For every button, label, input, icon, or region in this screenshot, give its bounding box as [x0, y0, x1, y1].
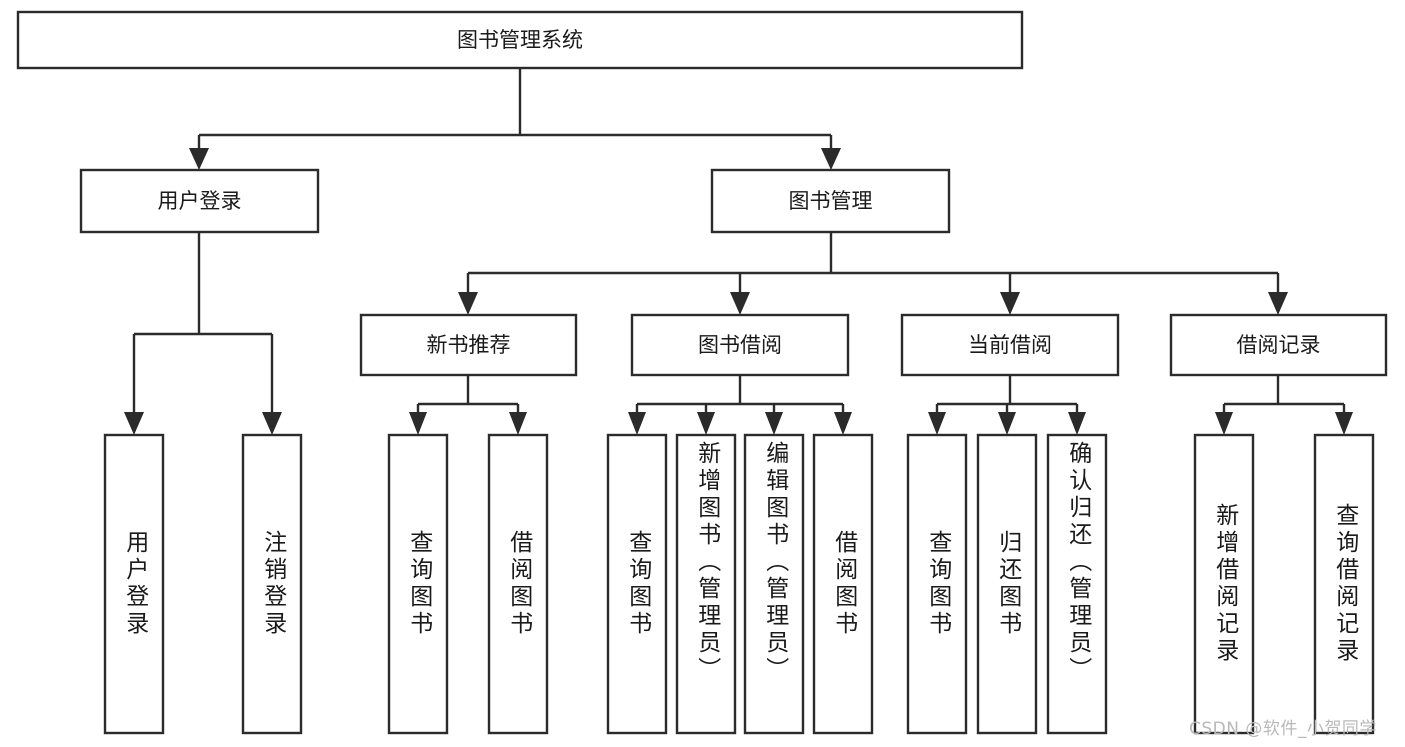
node-user-login-label: 用户登录: [158, 189, 242, 213]
arrow-new-book-child-0: [409, 412, 427, 435]
arrow-to-new-book: [458, 292, 478, 315]
nodes-layer: 图书管理系统 用户登录 图书管理 新书推荐 图书借阅 当前借阅 借阅记录: [16, 10, 1388, 735]
arrow-borrow-record-child-0: [1215, 412, 1233, 435]
node-leaf-user-login-0[interactable]: [103, 433, 165, 735]
node-user-login[interactable]: [79, 168, 320, 234]
edges-layer: [124, 68, 1353, 435]
node-leaf-book-borrow-0[interactable]: [606, 433, 668, 735]
node-book-borrow[interactable]: [630, 313, 850, 377]
arrow-book-borrow-child-0: [628, 412, 646, 435]
arrow-to-current-borrow: [1000, 292, 1020, 315]
arrow-user-login-child-0: [124, 412, 144, 435]
node-leaf-new-book-0[interactable]: [387, 433, 449, 735]
node-leaf-current-borrow-2[interactable]: [1046, 433, 1108, 735]
node-book-management-label: 图书管理: [789, 189, 873, 213]
arrow-borrow-record-child-1: [1335, 412, 1353, 435]
node-leaf-new-book-1[interactable]: [487, 433, 549, 735]
node-current-borrow[interactable]: [900, 313, 1120, 377]
csdn-watermark: CSDN @软件_小贺同学: [1189, 719, 1377, 739]
node-leaf-borrow-record-0[interactable]: [1193, 433, 1255, 735]
node-leaf-borrow-record-1[interactable]: [1313, 433, 1375, 735]
arrow-book-borrow-child-1: [697, 412, 715, 435]
node-root-label: 图书管理系统: [457, 28, 583, 52]
node-current-borrow-label: 当前借阅: [968, 333, 1052, 357]
arrow-user-login-child-1: [262, 412, 282, 435]
arrow-to-user-login: [189, 148, 209, 170]
node-new-book-recommend[interactable]: [359, 313, 578, 377]
node-book-management[interactable]: [710, 168, 951, 234]
arrow-new-book-child-1: [509, 412, 527, 435]
node-leaf-user-login-1[interactable]: [241, 433, 303, 735]
node-new-book-recommend-label: 新书推荐: [427, 333, 511, 357]
arrow-current-borrow-child-0: [928, 412, 946, 435]
arrow-to-book-mgmt: [821, 148, 841, 170]
arrow-book-borrow-child-2: [765, 412, 783, 435]
node-leaf-current-borrow-1[interactable]: [976, 433, 1038, 735]
node-leaf-book-borrow-2[interactable]: [743, 433, 805, 735]
node-book-borrow-label: 图书借阅: [698, 333, 782, 357]
node-leaf-book-borrow-3[interactable]: [812, 433, 874, 735]
node-borrow-record-label: 借阅记录: [1237, 333, 1321, 357]
arrow-current-borrow-child-1: [998, 412, 1016, 435]
arrow-book-borrow-child-3: [834, 412, 852, 435]
node-leaf-book-borrow-1[interactable]: [675, 433, 737, 735]
arrow-to-book-borrow: [730, 292, 750, 315]
arrow-to-borrow-record: [1268, 292, 1288, 315]
node-leaf-current-borrow-0[interactable]: [906, 433, 968, 735]
arrow-current-borrow-child-2: [1068, 412, 1086, 435]
node-borrow-record[interactable]: [1169, 313, 1388, 377]
node-root[interactable]: [16, 10, 1024, 70]
